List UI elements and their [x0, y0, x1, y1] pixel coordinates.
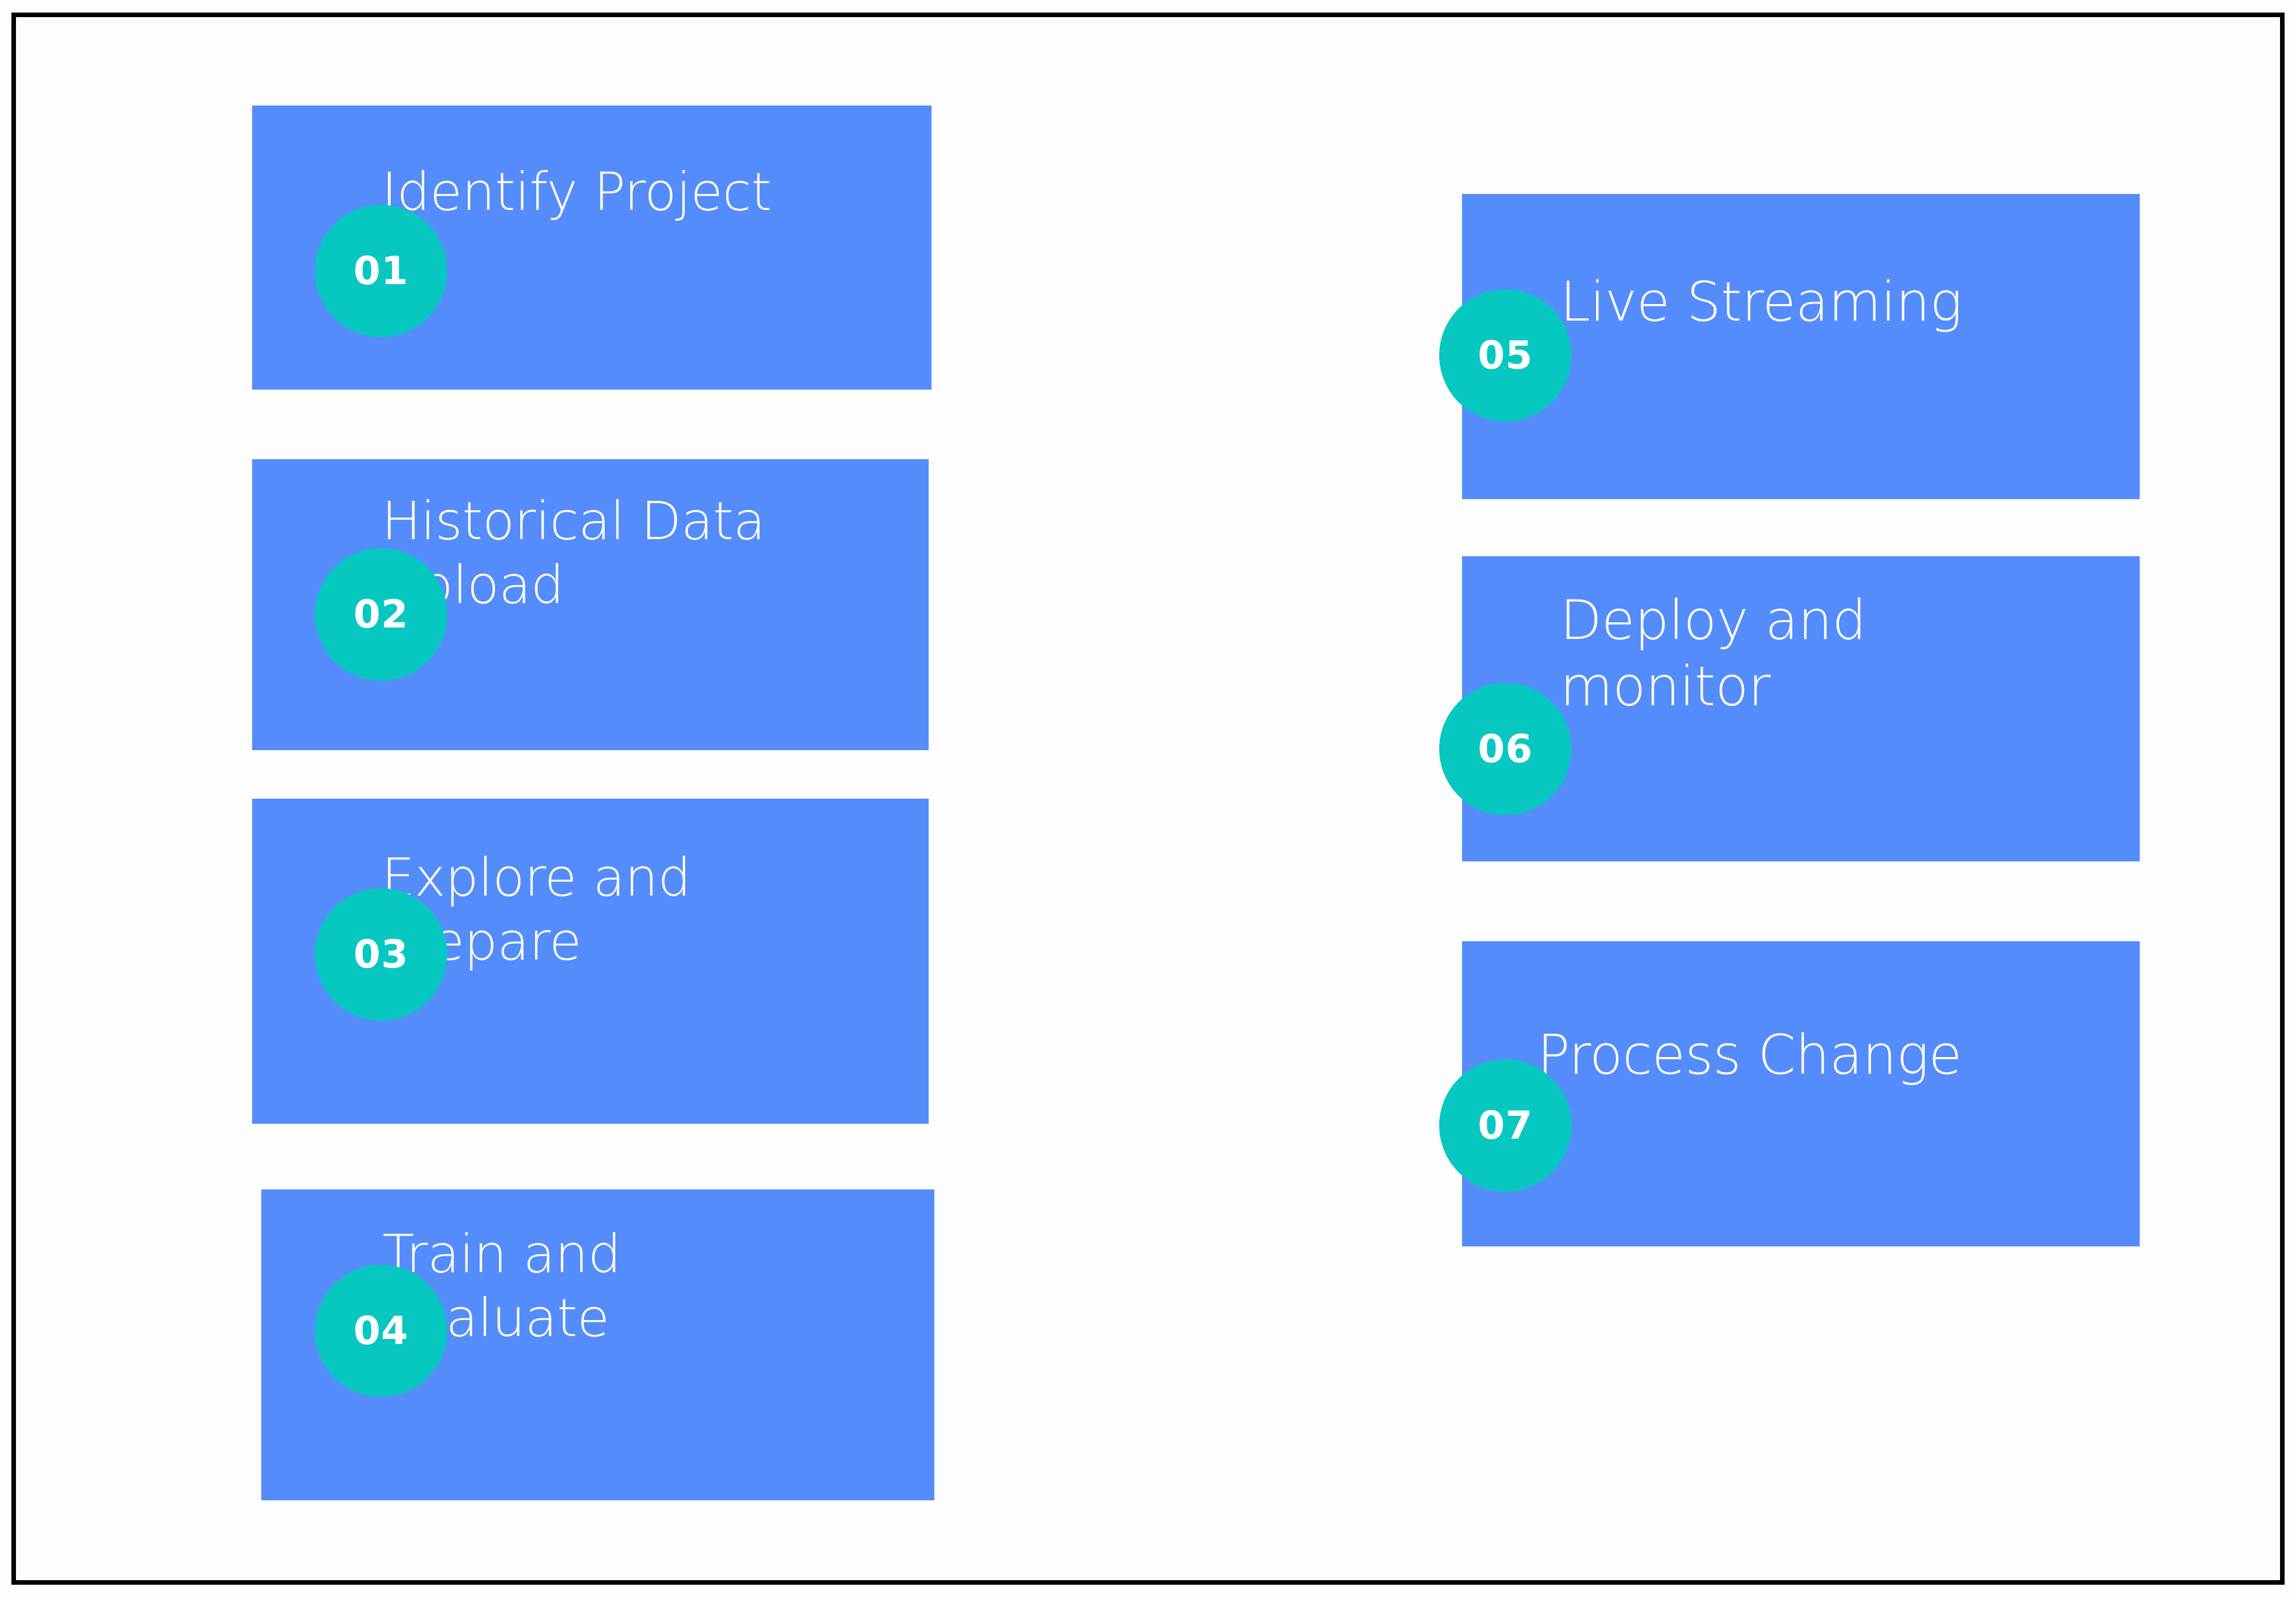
step-item-06[interactable]: Deploy and monitor 06 [1405, 544, 2175, 875]
step-item-07[interactable]: Process Change 07 [1405, 929, 2175, 1260]
step-badge-01[interactable]: 01 [315, 205, 447, 337]
step-number-07: 07 [1477, 1103, 1533, 1148]
step-badge-03[interactable]: 03 [315, 888, 447, 1021]
step-item-04[interactable]: Train and Evaluate 04 [250, 1177, 1060, 1513]
step-box-07 [1462, 941, 2140, 1246]
step-number-05: 05 [1477, 333, 1533, 378]
step-number-06: 06 [1477, 726, 1533, 772]
step-label-03: Explore and Prepare [382, 847, 691, 973]
step-label-01: Identify Project [382, 161, 772, 222]
step-number-02: 02 [353, 592, 409, 637]
step-label-05: Live Streaming [1560, 271, 1962, 334]
step-item-01[interactable]: Identify Project 01 [241, 93, 1051, 401]
step-item-03[interactable]: Explore and Prepare 03 [241, 786, 1051, 1137]
step-badge-04[interactable]: 04 [315, 1265, 447, 1397]
diagram-frame: Identify Project 01 Historical Data Uplo… [11, 13, 2285, 1585]
step-box-05 [1462, 194, 2140, 499]
step-label-07: Process Change [1537, 1024, 1962, 1087]
step-number-04: 04 [353, 1308, 409, 1354]
step-badge-07[interactable]: 07 [1439, 1059, 1572, 1192]
step-number-01: 01 [353, 248, 409, 294]
step-number-03: 03 [353, 932, 409, 977]
step-badge-06[interactable]: 06 [1439, 683, 1572, 815]
step-badge-02[interactable]: 02 [315, 548, 447, 681]
step-item-05[interactable]: Live Streaming 05 [1405, 181, 2175, 512]
step-badge-05[interactable]: 05 [1439, 289, 1572, 422]
step-box-06 [1462, 556, 2140, 861]
step-item-02[interactable]: Historical Data Upload 02 [241, 447, 1051, 763]
step-label-06: Deploy and monitor [1560, 589, 1866, 718]
